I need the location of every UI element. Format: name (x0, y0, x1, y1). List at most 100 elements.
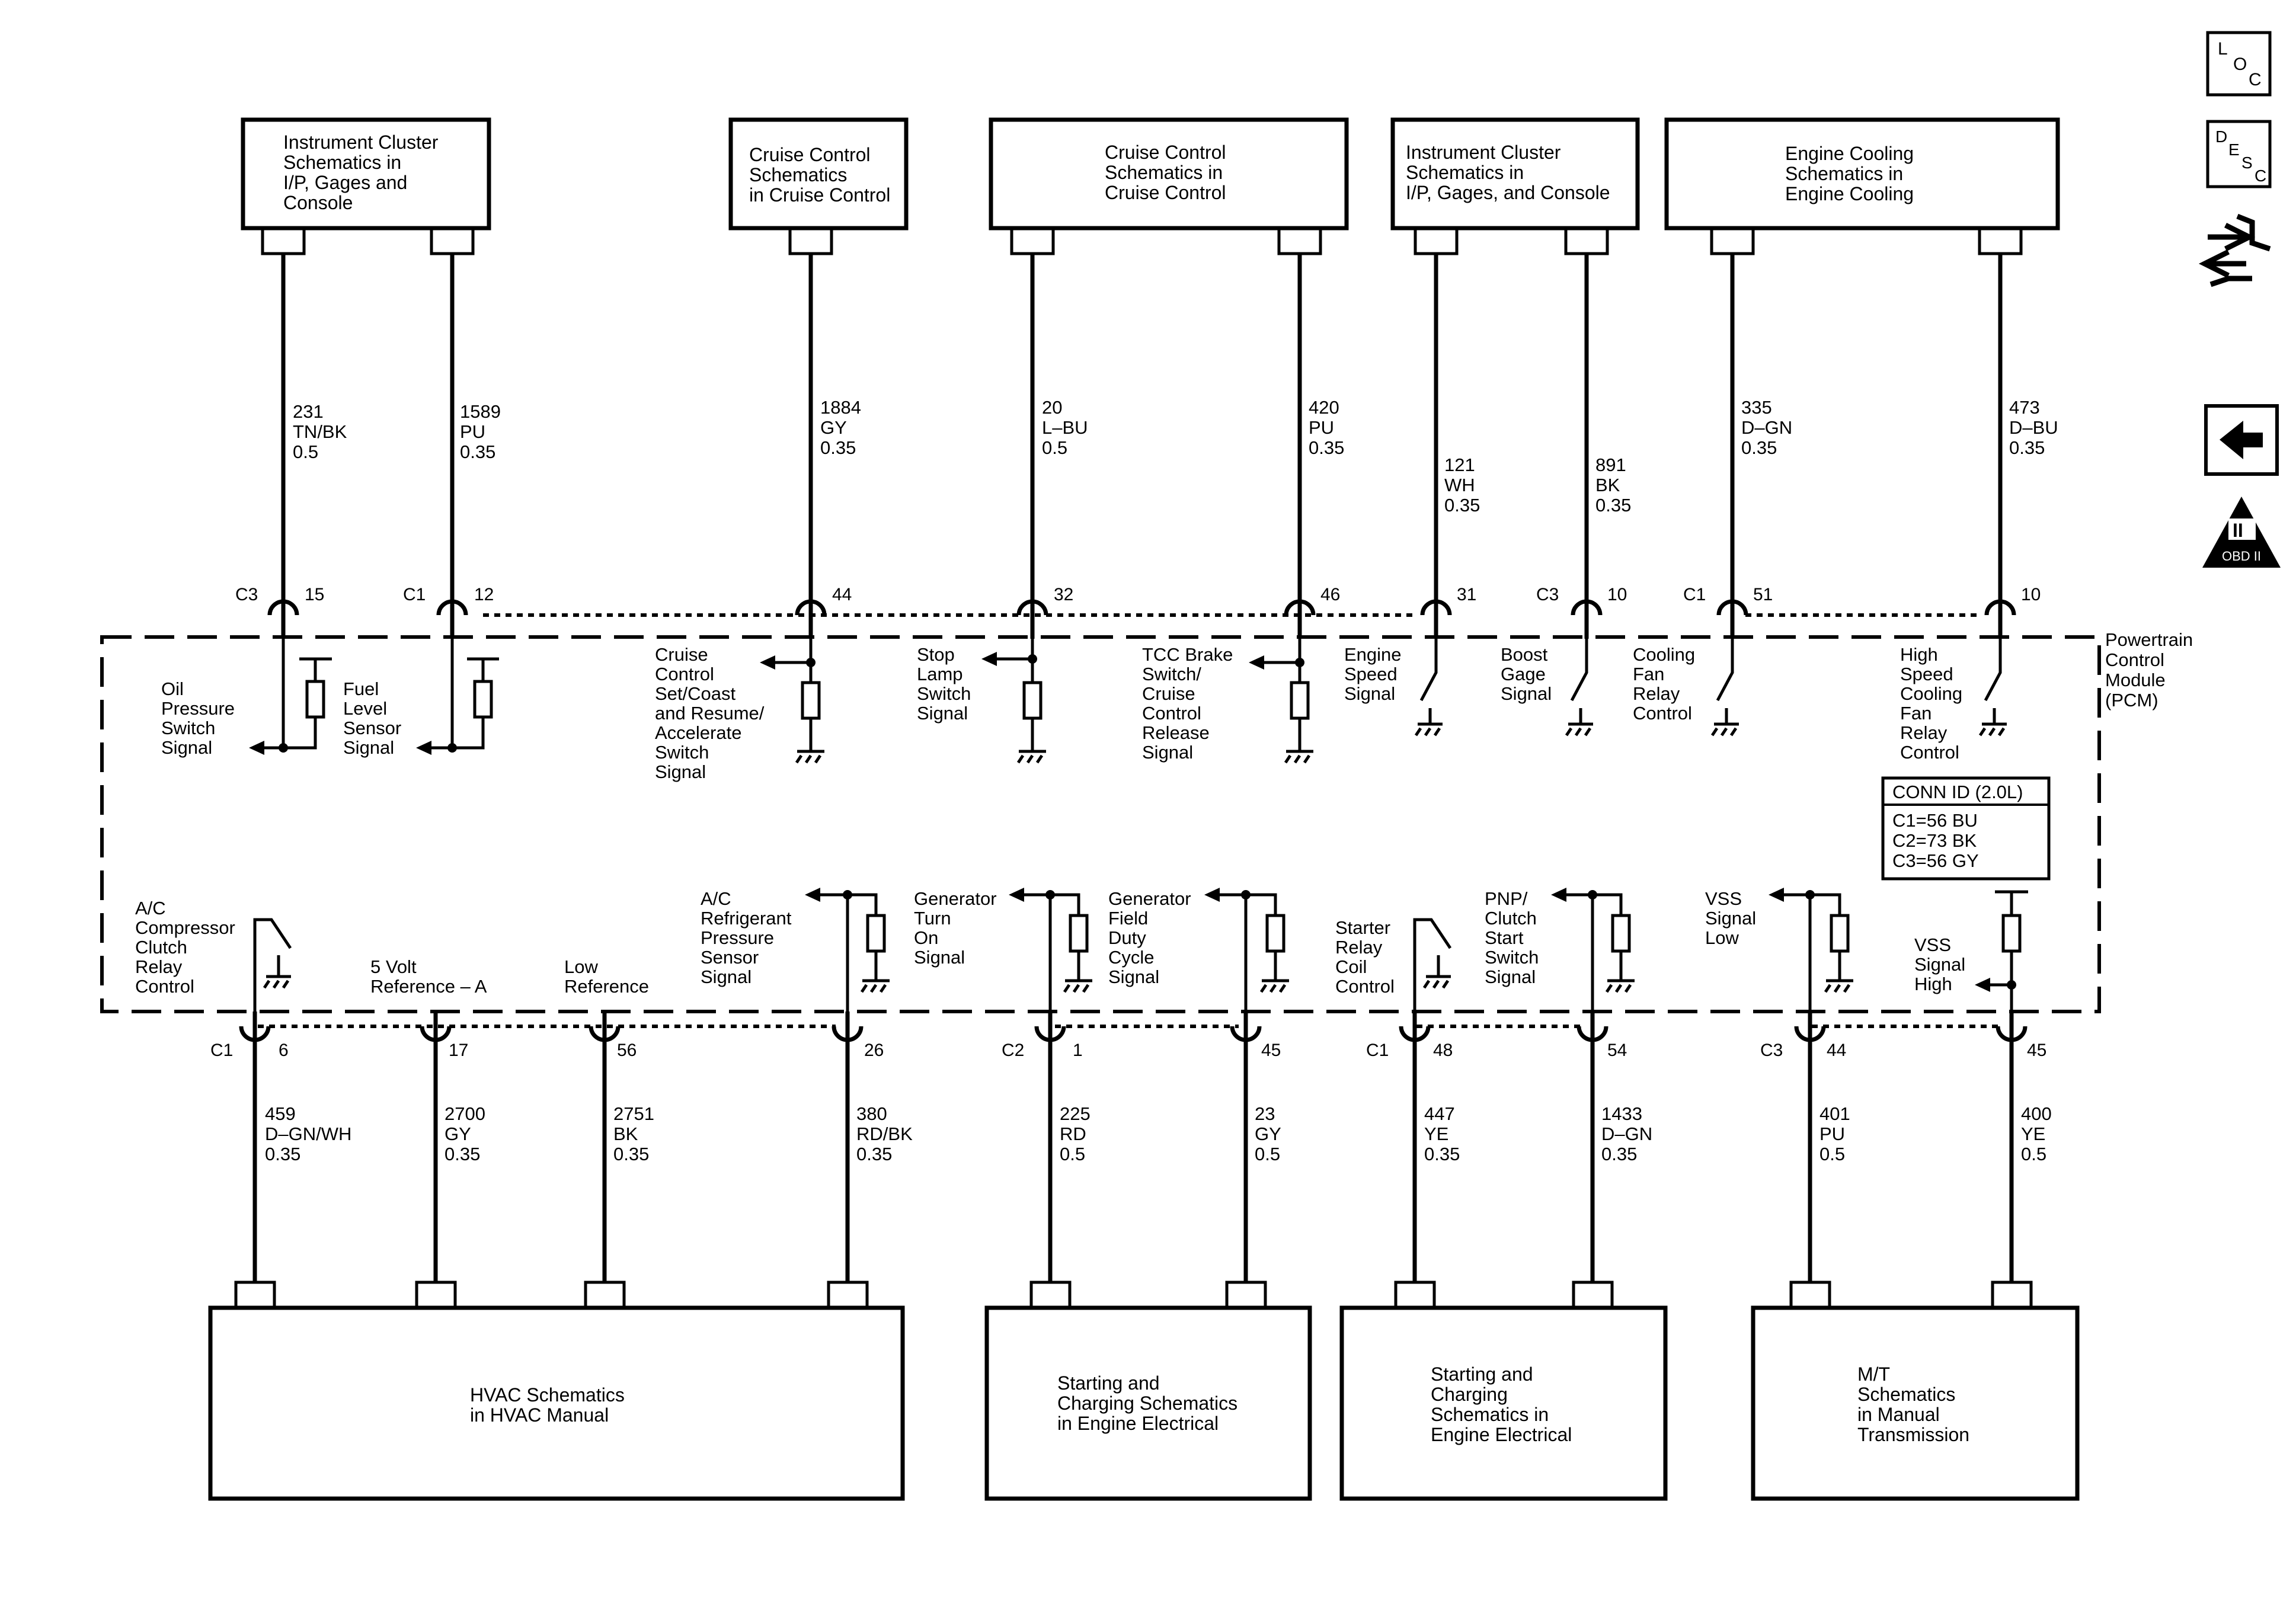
bottom-connector-stubs (234, 1281, 2033, 1306)
pin-label: 46 (1320, 585, 1340, 604)
loc-icon: L O C (2218, 39, 2262, 89)
pin-label: 12 (474, 585, 494, 604)
conn-label: C1 (1683, 585, 1706, 604)
box-text: Starting and Charging Schematics in Engi… (1057, 1372, 1243, 1434)
top-ground-symbols (795, 727, 2006, 764)
conn-id-title: CONN ID (2.0L) (1892, 782, 2023, 802)
conn-id-rows: C1=56 BU C2=73 BK C3=56 GY (1892, 810, 1983, 871)
pin-label: 1 (1073, 1041, 1083, 1060)
pin-label: 44 (832, 585, 852, 604)
pin-label: 51 (1753, 585, 1773, 604)
pin-label: 10 (2021, 585, 2041, 604)
box-text: M/T Schematics in Manual Transmission (1857, 1363, 1969, 1445)
top-terminal-arcs (267, 599, 2016, 616)
box-text: Cruise Control Schematics in Cruise Cont… (749, 144, 890, 206)
pin-label: 32 (1054, 585, 1073, 604)
box-text: Cruise Control Schematics in Cruise Cont… (1105, 142, 1231, 203)
top-wires (281, 254, 2003, 616)
box-text: HVAC Schematics in HVAC Manual (470, 1384, 630, 1426)
connector-end-view-button[interactable] (2198, 213, 2271, 287)
left-arrow-icon (2220, 421, 2263, 459)
pcm-module-outline (100, 635, 2101, 1013)
loc-button[interactable]: L O C (2206, 31, 2272, 97)
conn-label: C1 (1366, 1041, 1389, 1060)
top-box-cruise-control-1: Cruise Control Schematics in Cruise Cont… (728, 117, 909, 231)
bottom-box-manual-transmission: M/T Schematics in Manual Transmission (1751, 1305, 2080, 1501)
conn-label: C1 (403, 585, 426, 604)
pin-label: 44 (1827, 1041, 1846, 1060)
top-internal-circuits (261, 639, 2007, 753)
pin-label: 6 (279, 1041, 289, 1060)
pin-label: 17 (449, 1041, 468, 1060)
top-arrow-heads (249, 652, 1264, 755)
pcm-module-label: Powertrain Control Module (PCM) (2105, 629, 2198, 710)
top-connector-stubs (261, 230, 2023, 255)
top-box-engine-cooling: Engine Cooling Schematics in Engine Cool… (1664, 117, 2060, 231)
connector-shell-lines (258, 613, 2003, 1028)
conn-label: C3 (1536, 585, 1559, 604)
pin-label: 56 (617, 1041, 637, 1060)
bottom-box-starting-charging-2: Starting and Charging Schematics in Engi… (1339, 1305, 1668, 1501)
pin-label: 15 (305, 585, 324, 604)
wrench-arrows-icon (2198, 213, 2271, 287)
conn-label: C3 (1760, 1041, 1783, 1060)
conn-id-table: CONN ID (2.0L) C1=56 BU C2=73 BK C3=56 G… (1881, 776, 2051, 881)
bottom-junction-dots (843, 890, 2016, 990)
pin-label: 54 (1607, 1041, 1627, 1060)
top-junction-dots (279, 654, 1304, 753)
box-text: Instrument Cluster Schematics in I/P, Ga… (283, 132, 443, 213)
bottom-wires (252, 1012, 2014, 1283)
obd-ii-numeral: II (2233, 520, 2243, 541)
bottom-arrow-heads (805, 888, 1990, 992)
desc-button[interactable]: D E S C (2206, 120, 2272, 188)
obd-ii-label: OBD II (2222, 549, 2261, 564)
back-button[interactable] (2204, 404, 2279, 476)
box-text: Starting and Charging Schematics in Engi… (1431, 1363, 1572, 1445)
conn-label: C1 (210, 1041, 233, 1060)
conn-label: C3 (235, 585, 258, 604)
bottom-box-starting-charging-1: Starting and Charging Schematics in Engi… (984, 1305, 1312, 1501)
pin-label: 10 (1607, 585, 1627, 604)
pin-label: 48 (1433, 1041, 1453, 1060)
top-wire-stubs (281, 616, 2003, 639)
obd-ii-button[interactable]: II OBD II (2202, 497, 2281, 568)
box-text: Instrument Cluster Schematics in I/P, Ga… (1406, 142, 1610, 203)
top-box-cruise-control-2: Cruise Control Schematics in Cruise Cont… (989, 117, 1349, 231)
